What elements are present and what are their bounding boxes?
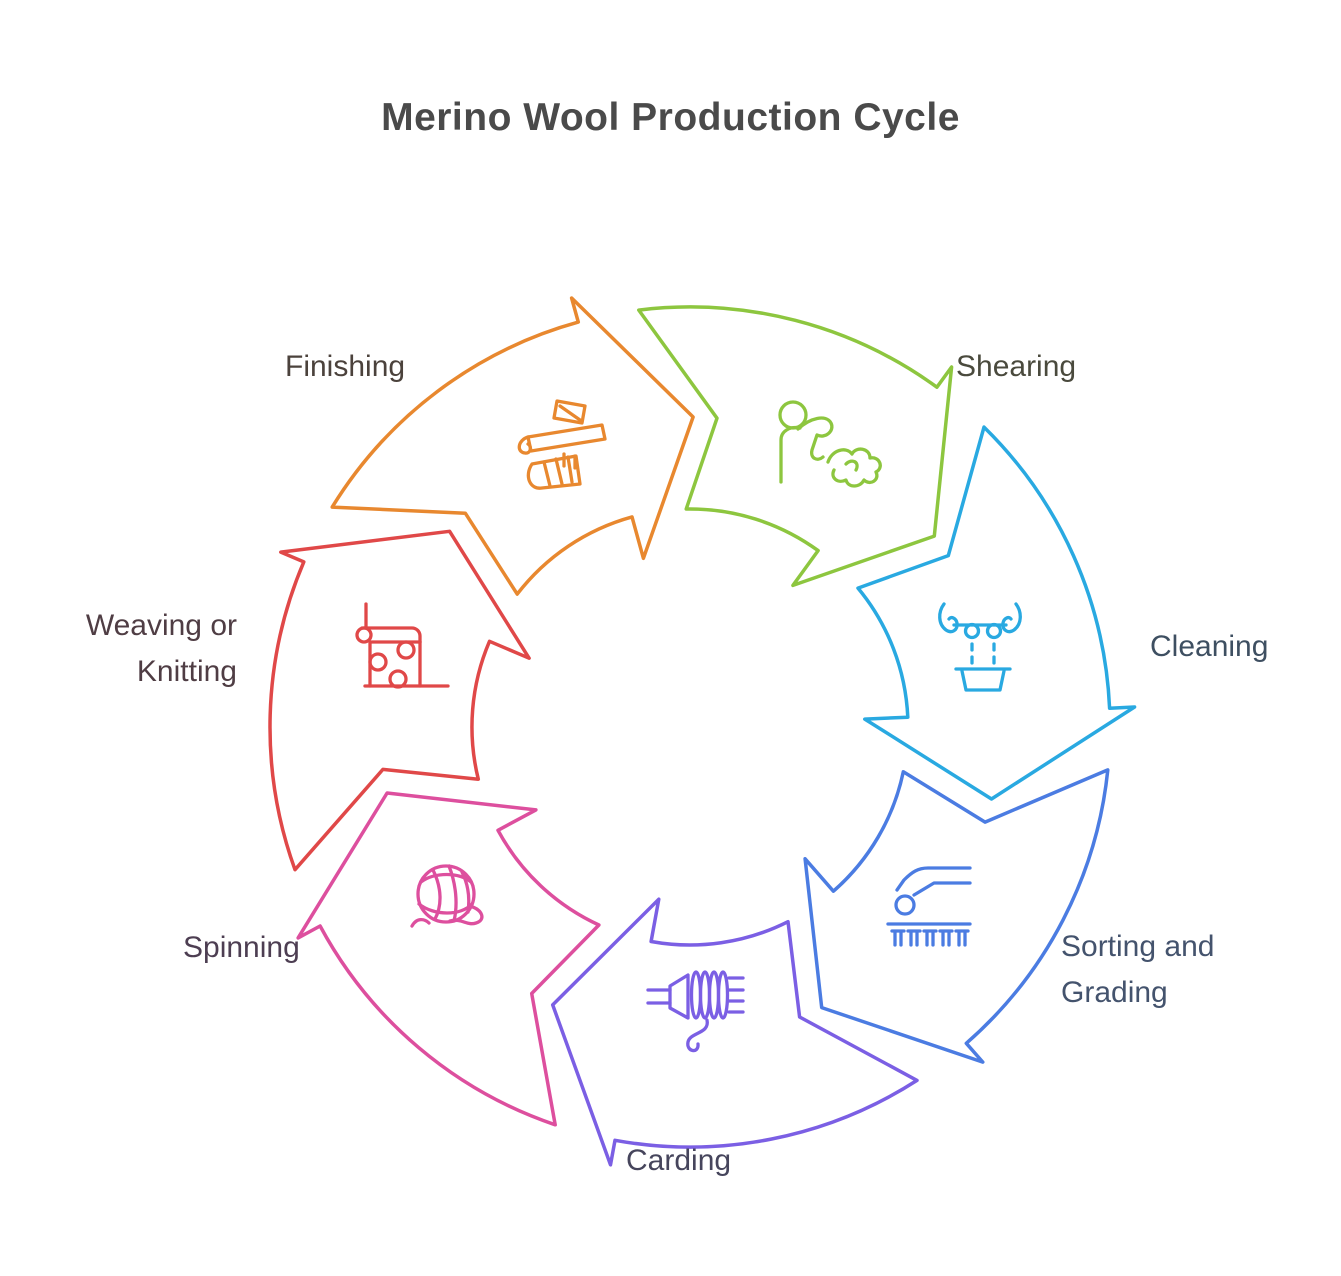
label-cleaning: Cleaning	[1150, 630, 1269, 663]
arrow-weaving	[268, 529, 531, 872]
page-title: Merino Wool Production Cycle	[381, 96, 960, 139]
arrow-carding	[550, 897, 919, 1167]
label-carding: Carding	[626, 1144, 732, 1177]
wool-washing-icon	[938, 602, 1022, 692]
arrow-finishing	[330, 296, 695, 596]
carding-spool-icon	[646, 970, 745, 1053]
arrow-spinning	[296, 791, 601, 1127]
yarn-ball-icon	[410, 864, 484, 928]
wrapped-fabric-icon	[517, 399, 607, 490]
arrow-cleaning	[856, 425, 1137, 801]
arrow-shearing	[637, 305, 954, 588]
label-spinning: Spinning	[183, 931, 300, 964]
sheep-shearing-icon	[778, 400, 882, 488]
fabric-roll-icon	[355, 602, 450, 689]
arrow-sorting	[803, 768, 1110, 1064]
wool-sorting-machine-icon	[886, 866, 972, 947]
label-shearing: Shearing	[956, 350, 1077, 383]
label-finishing: Finishing	[285, 350, 406, 383]
label-weaving-or-knitting: Weaving or Knitting	[85, 609, 237, 688]
label-sorting-and-grading: Sorting and Grading	[1061, 930, 1215, 1009]
